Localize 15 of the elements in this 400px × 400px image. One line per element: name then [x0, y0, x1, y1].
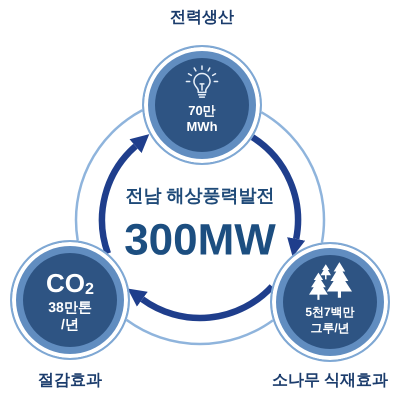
arc-line [74, 109, 143, 241]
arc-line [260, 111, 326, 243]
value-text: 5천7백만 그루/년 [304, 304, 356, 336]
arc-line [126, 318, 274, 346]
curved-arrow [98, 133, 149, 254]
node-label: 소나무 식재효과 [272, 371, 388, 391]
value-text: 38만톤 /년 [48, 299, 92, 333]
node-label: 전력생산 [170, 8, 234, 28]
formula-text: CO$_{2}$ [46, 267, 94, 299]
value-text: 70만 MWh [186, 103, 218, 135]
node-label: 절감효과 [38, 371, 102, 391]
center-heading: 전남 해상풍력발전 [126, 186, 274, 206]
curved-arrow [250, 134, 306, 258]
capacity-value: 300MW [124, 214, 276, 266]
curved-arrow [126, 284, 274, 322]
